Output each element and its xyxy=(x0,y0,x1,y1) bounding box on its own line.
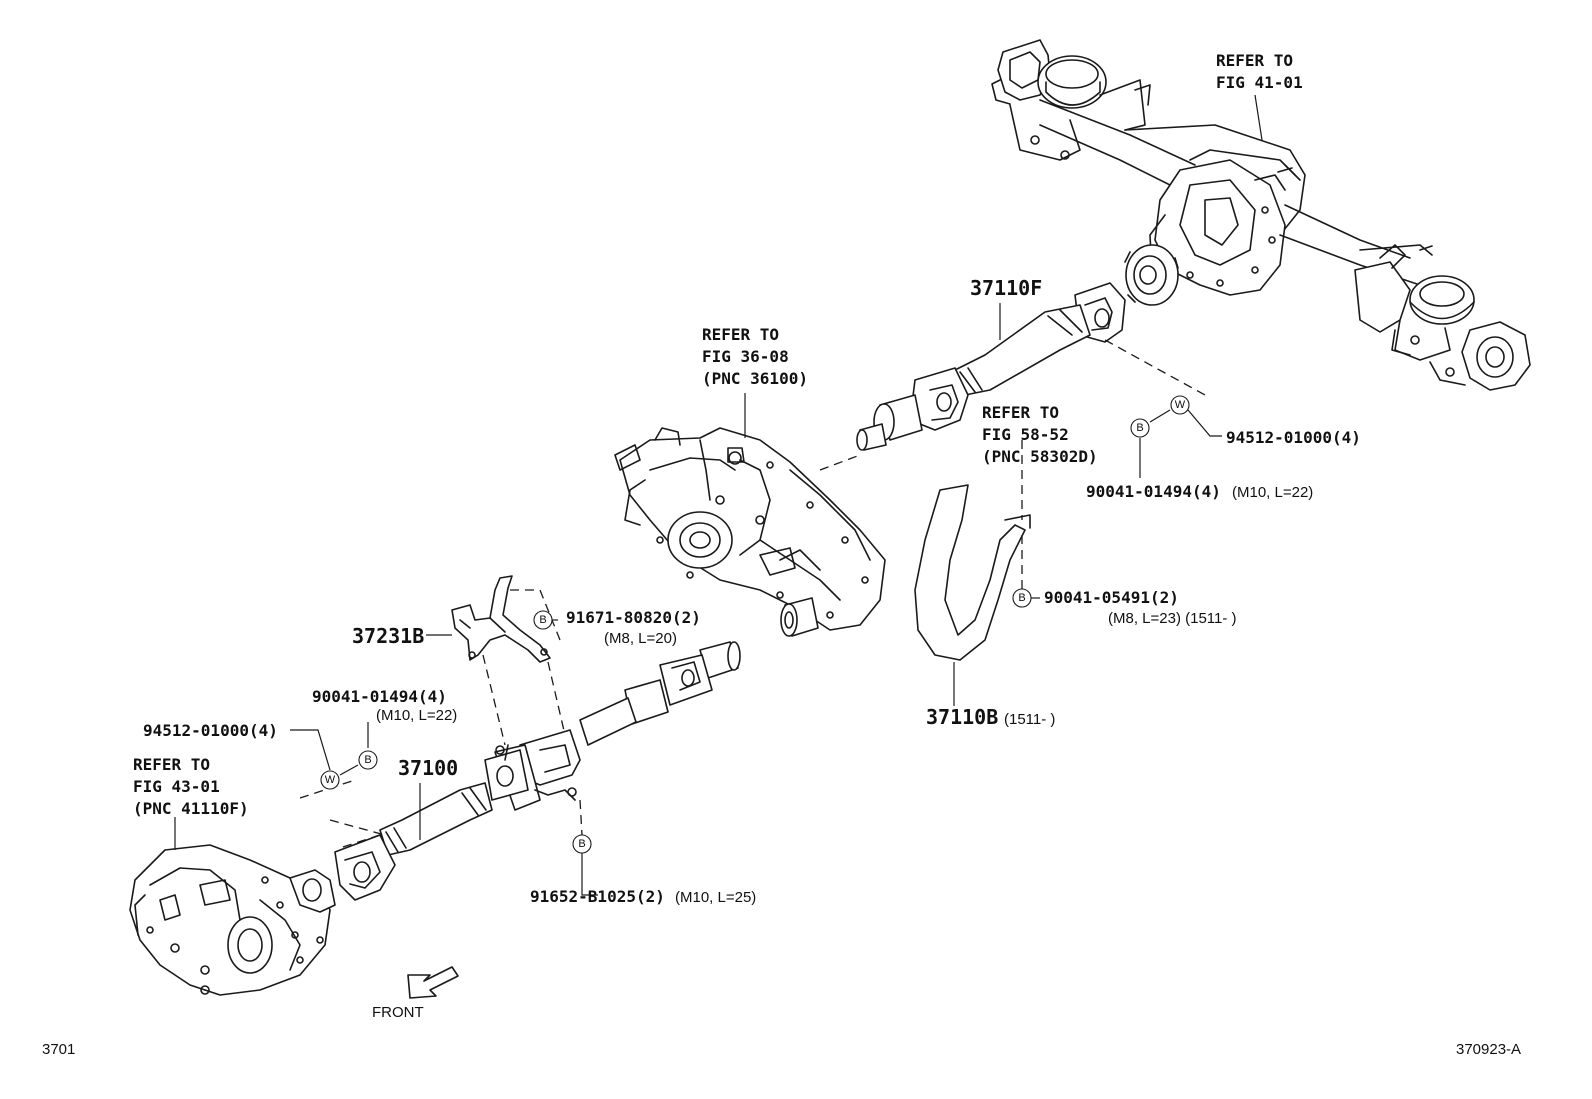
svg-text:(M10, L=22): (M10, L=22) xyxy=(376,707,457,724)
front-propeller-shaft xyxy=(334,641,741,901)
svg-text:(M10, L=22): (M10, L=22) xyxy=(1232,484,1313,501)
svg-text:(PNC 36100): (PNC 36100) xyxy=(702,369,808,388)
svg-text:REFER TO: REFER TO xyxy=(133,755,210,774)
svg-text:W: W xyxy=(325,774,336,786)
svg-text:FIG 58-52: FIG 58-52 xyxy=(982,425,1069,444)
fastener-90041-front-label: 90041-01494(4) (M10, L=22) xyxy=(312,687,457,724)
ref-transfer-label: REFER TO FIG 36-08 (PNC 36100) xyxy=(702,325,808,388)
part-37100-label: 37100 xyxy=(398,756,458,780)
footer-right-code: 370923-A xyxy=(1456,1041,1521,1058)
svg-text:90041-01494(4): 90041-01494(4) xyxy=(312,687,447,706)
svg-text:90041-01494(4): 90041-01494(4) xyxy=(1086,482,1221,501)
strap-37110B xyxy=(914,484,1031,661)
fastener-94512-rear-label: 94512-01000(4) xyxy=(1226,428,1361,447)
svg-text:B: B xyxy=(539,614,546,626)
svg-text:90041-05491(2): 90041-05491(2) xyxy=(1044,588,1179,607)
svg-text:REFER TO: REFER TO xyxy=(702,325,779,344)
svg-text:(M8, L=23) (1511- ): (M8, L=23) (1511- ) xyxy=(1108,610,1237,627)
rear-axle-housing xyxy=(991,39,1531,391)
washer-symbol-front: W xyxy=(320,770,340,790)
bolt-symbol-front: B xyxy=(358,750,378,770)
svg-text:FIG 41-01: FIG 41-01 xyxy=(1216,73,1303,92)
part-37231B-label: 37231B xyxy=(352,624,424,648)
fastener-94512-front-label: 94512-01000(4) xyxy=(143,721,278,740)
leader-lines xyxy=(174,94,1263,896)
svg-text:(PNC 58302D): (PNC 58302D) xyxy=(982,447,1098,466)
svg-text:(1511- ): (1511- ) xyxy=(1004,711,1055,728)
svg-text:B: B xyxy=(1018,592,1025,604)
part-37110B-label: 37110B (1511- ) xyxy=(926,705,1055,729)
svg-text:REFER TO: REFER TO xyxy=(982,403,1059,422)
bolt-symbol-strap: B xyxy=(1012,588,1032,608)
footer-left-code: 3701 xyxy=(42,1041,75,1058)
ref-front-diff-label: REFER TO FIG 43-01 (PNC 41110F) xyxy=(133,755,249,818)
fastener-90041-05491-label: 90041-05491(2) (M8, L=23) (1511- ) xyxy=(1044,588,1237,627)
svg-text:FIG 36-08: FIG 36-08 xyxy=(702,347,789,366)
svg-text:91671-80820(2): 91671-80820(2) xyxy=(566,608,701,627)
front-direction-label: FRONT xyxy=(372,1004,424,1021)
svg-text:REFER TO: REFER TO xyxy=(1216,51,1293,70)
svg-text:FIG 43-01: FIG 43-01 xyxy=(133,777,220,796)
svg-text:(PNC 41110F): (PNC 41110F) xyxy=(133,799,249,818)
svg-text:(M8, L=20): (M8, L=20) xyxy=(604,630,677,647)
bolt-symbol-rear: B xyxy=(1130,418,1150,438)
svg-text:W: W xyxy=(1175,399,1186,411)
washer-symbol-rear: W xyxy=(1170,395,1190,415)
bracket-37231B xyxy=(451,575,551,663)
svg-text:B: B xyxy=(364,754,371,766)
fastener-90041-rear-label: 90041-01494(4) (M10, L=22) xyxy=(1086,482,1313,501)
fastener-91671-label: 91671-80820(2) (M8, L=20) xyxy=(566,608,701,647)
fastener-91652-label: 91652-B1025(2) (M10, L=25) xyxy=(530,887,756,906)
front-arrow-icon xyxy=(407,966,459,999)
transfer-case xyxy=(614,427,886,637)
svg-text:91652-B1025(2): 91652-B1025(2) xyxy=(530,887,665,906)
ref-fig58-label: REFER TO FIG 58-52 (PNC 58302D) xyxy=(982,403,1098,466)
rear-propeller-shaft xyxy=(856,282,1126,451)
part-37110F-label: 37110F xyxy=(970,276,1042,300)
svg-text:37110B: 37110B xyxy=(926,705,998,729)
dashed-leaders xyxy=(299,339,1206,849)
ref-rear-axle-label: REFER TO FIG 41-01 xyxy=(1216,51,1303,92)
svg-text:(M10, L=25): (M10, L=25) xyxy=(675,889,756,906)
bolt-symbol-bracket: B xyxy=(533,610,553,630)
front-differential xyxy=(129,844,336,996)
svg-text:B: B xyxy=(578,838,585,850)
svg-text:B: B xyxy=(1136,422,1143,434)
bolt-symbol-center: B xyxy=(572,834,592,854)
